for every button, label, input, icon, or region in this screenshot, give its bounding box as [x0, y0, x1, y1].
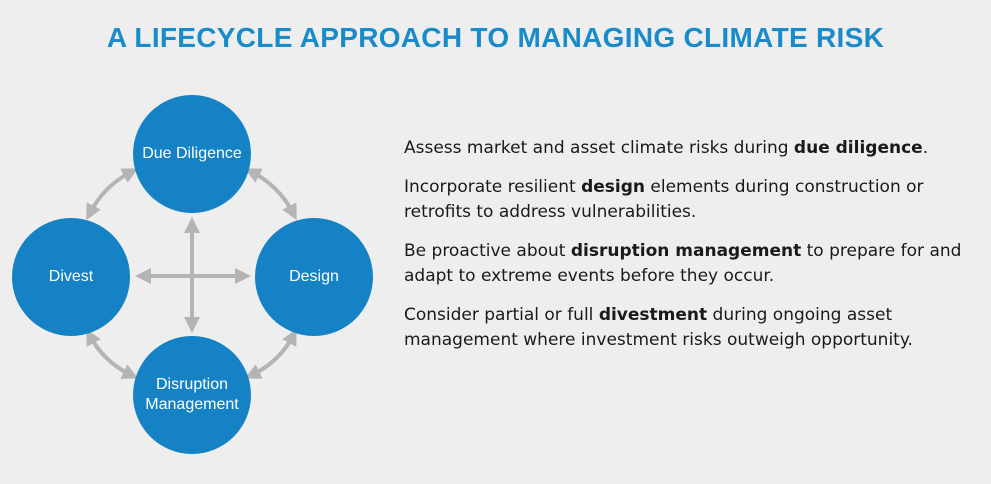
lifecycle-diagram: Due Diligence Divest Design Disruption M… — [0, 0, 400, 484]
design-node: Design — [255, 218, 373, 336]
arrow-due-design — [244, 168, 297, 221]
arrow-due-divest — [86, 168, 139, 221]
arrow-design-disruption — [244, 328, 297, 379]
disruption-management-label: Disruption Management — [145, 376, 239, 413]
statement-due-diligence: Assess market and asset climate risks du… — [404, 138, 929, 158]
page-title: A LIFECYCLE APPROACH TO MANAGING CLIMATE… — [106, 22, 885, 53]
due-diligence-label: Due Diligence — [142, 145, 242, 162]
cycle-arrows — [86, 168, 297, 379]
due-diligence-node: Due Diligence — [133, 95, 251, 213]
statement-divestment: Consider partial or full divestment duri… — [404, 305, 913, 350]
statements-list: Assess market and asset climate risks du… — [404, 136, 979, 367]
design-label: Design — [289, 268, 339, 285]
statement-disruption-management: Be proactive about disruption management… — [404, 241, 962, 286]
divest-node: Divest — [12, 218, 130, 336]
arrow-divest-disruption — [86, 328, 139, 379]
disruption-management-node: Disruption Management — [133, 336, 251, 454]
divest-label: Divest — [48, 268, 94, 285]
statement-design: Incorporate resilient design elements du… — [404, 177, 924, 222]
